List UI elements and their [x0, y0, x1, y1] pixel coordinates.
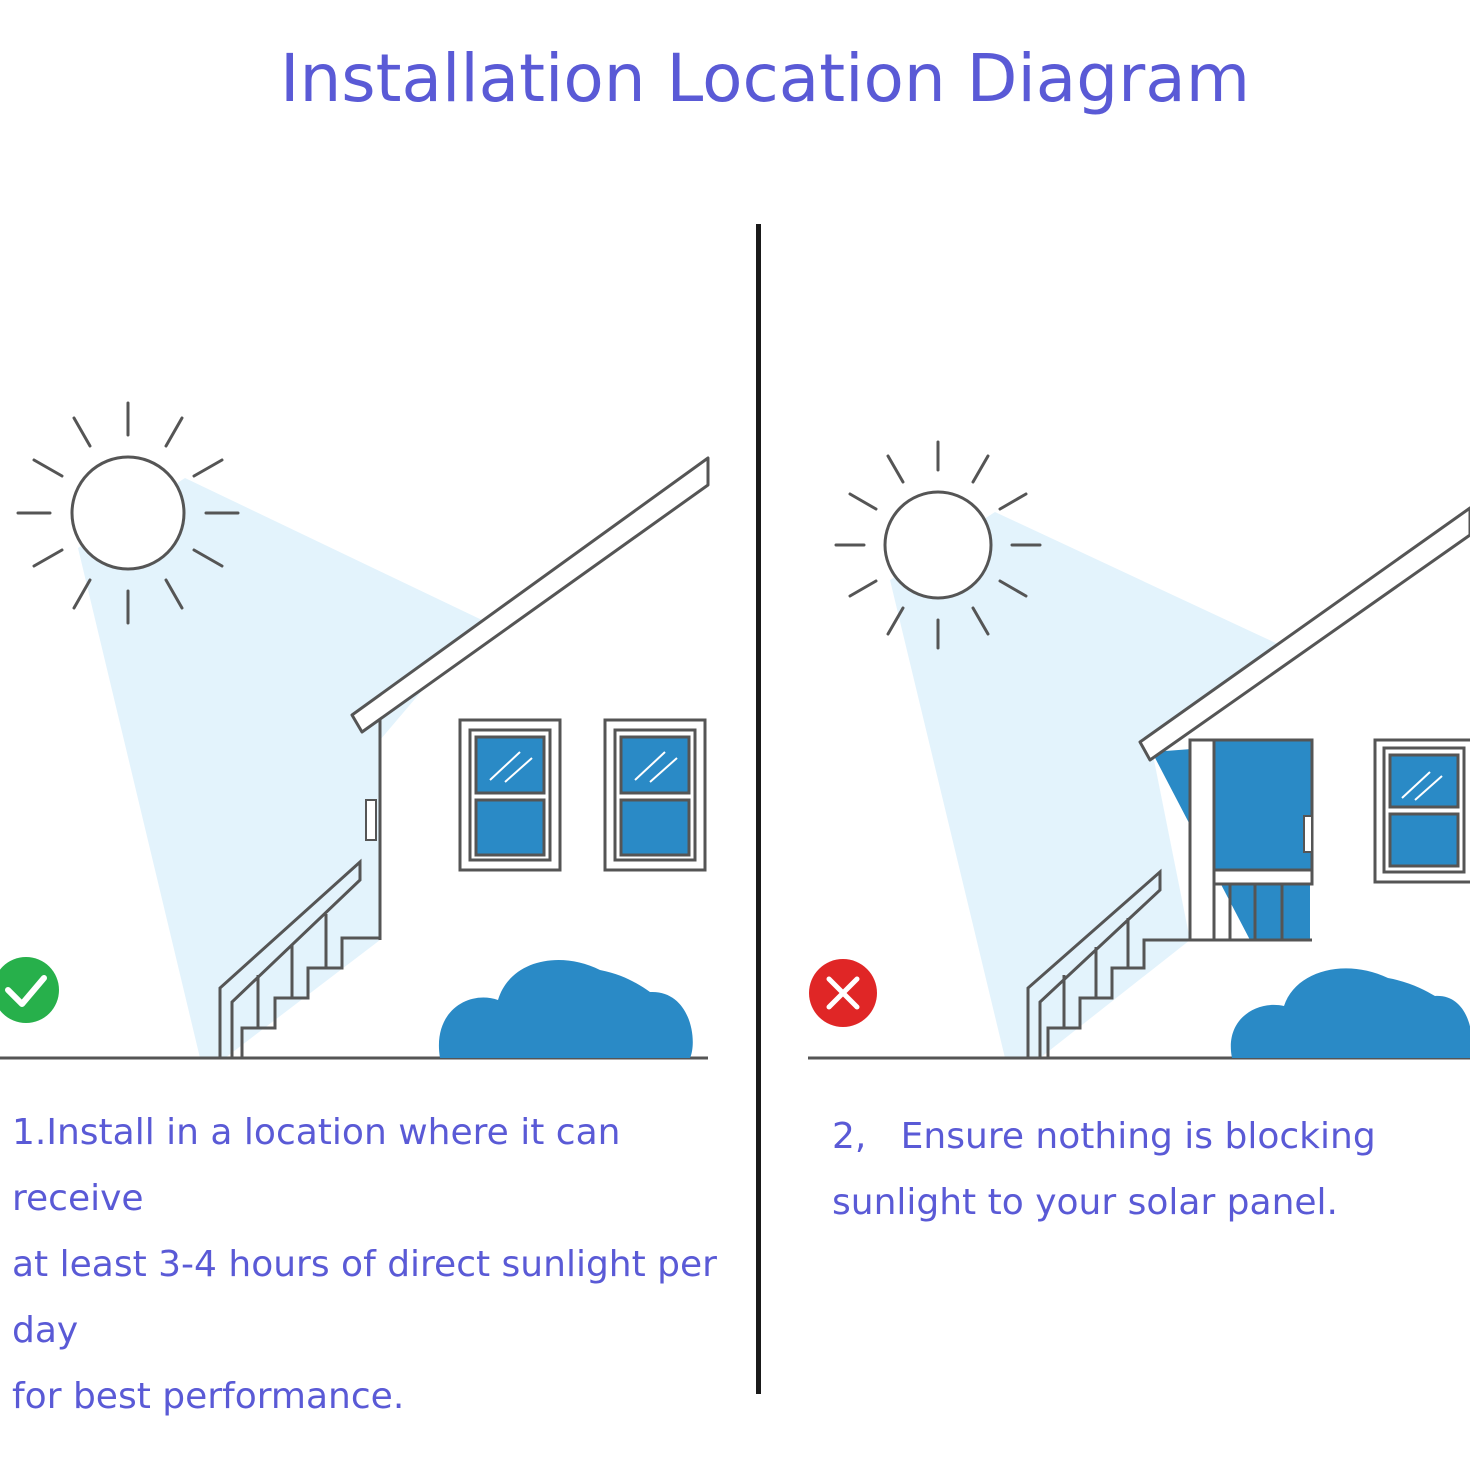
- house-roof: [350, 456, 710, 734]
- caption-line: 2, Ensure nothing is blocking: [832, 1116, 1376, 1157]
- incorrect-installation-scene: [808, 440, 1470, 1060]
- correct-installation-scene: [0, 401, 710, 1060]
- sunlight-beam: [890, 512, 1280, 1058]
- window: [1373, 738, 1470, 884]
- caption-correct: 1.Install in a location where it can rec…: [12, 1100, 752, 1430]
- window: [603, 718, 707, 872]
- caption-line: for best performance.: [12, 1376, 405, 1417]
- bush: [1230, 968, 1470, 1058]
- wall-lamp: [365, 799, 377, 841]
- caption-line: at least 3-4 hours of direct sunlight pe…: [12, 1244, 717, 1351]
- window: [458, 718, 562, 872]
- caption-line: 1.Install in a location where it can rec…: [12, 1112, 621, 1219]
- sunlight-beam: [78, 478, 482, 1058]
- stairs: [1026, 868, 1312, 1058]
- bush: [438, 960, 693, 1058]
- page-title: Installation Location Diagram: [279, 40, 1251, 117]
- x-circle-icon: [809, 959, 877, 1027]
- panel-divider: [756, 224, 761, 1394]
- caption-incorrect: 2, Ensure nothing is blocking sunlight t…: [832, 1104, 1452, 1236]
- check-circle-icon: [0, 957, 59, 1023]
- blocking-structure: [1188, 738, 1314, 942]
- sun-icon: [16, 401, 240, 625]
- caption-line: sunlight to your solar panel.: [832, 1182, 1339, 1223]
- sun-icon: [834, 440, 1042, 650]
- house-roof: [1138, 506, 1470, 762]
- stairs: [218, 858, 380, 1058]
